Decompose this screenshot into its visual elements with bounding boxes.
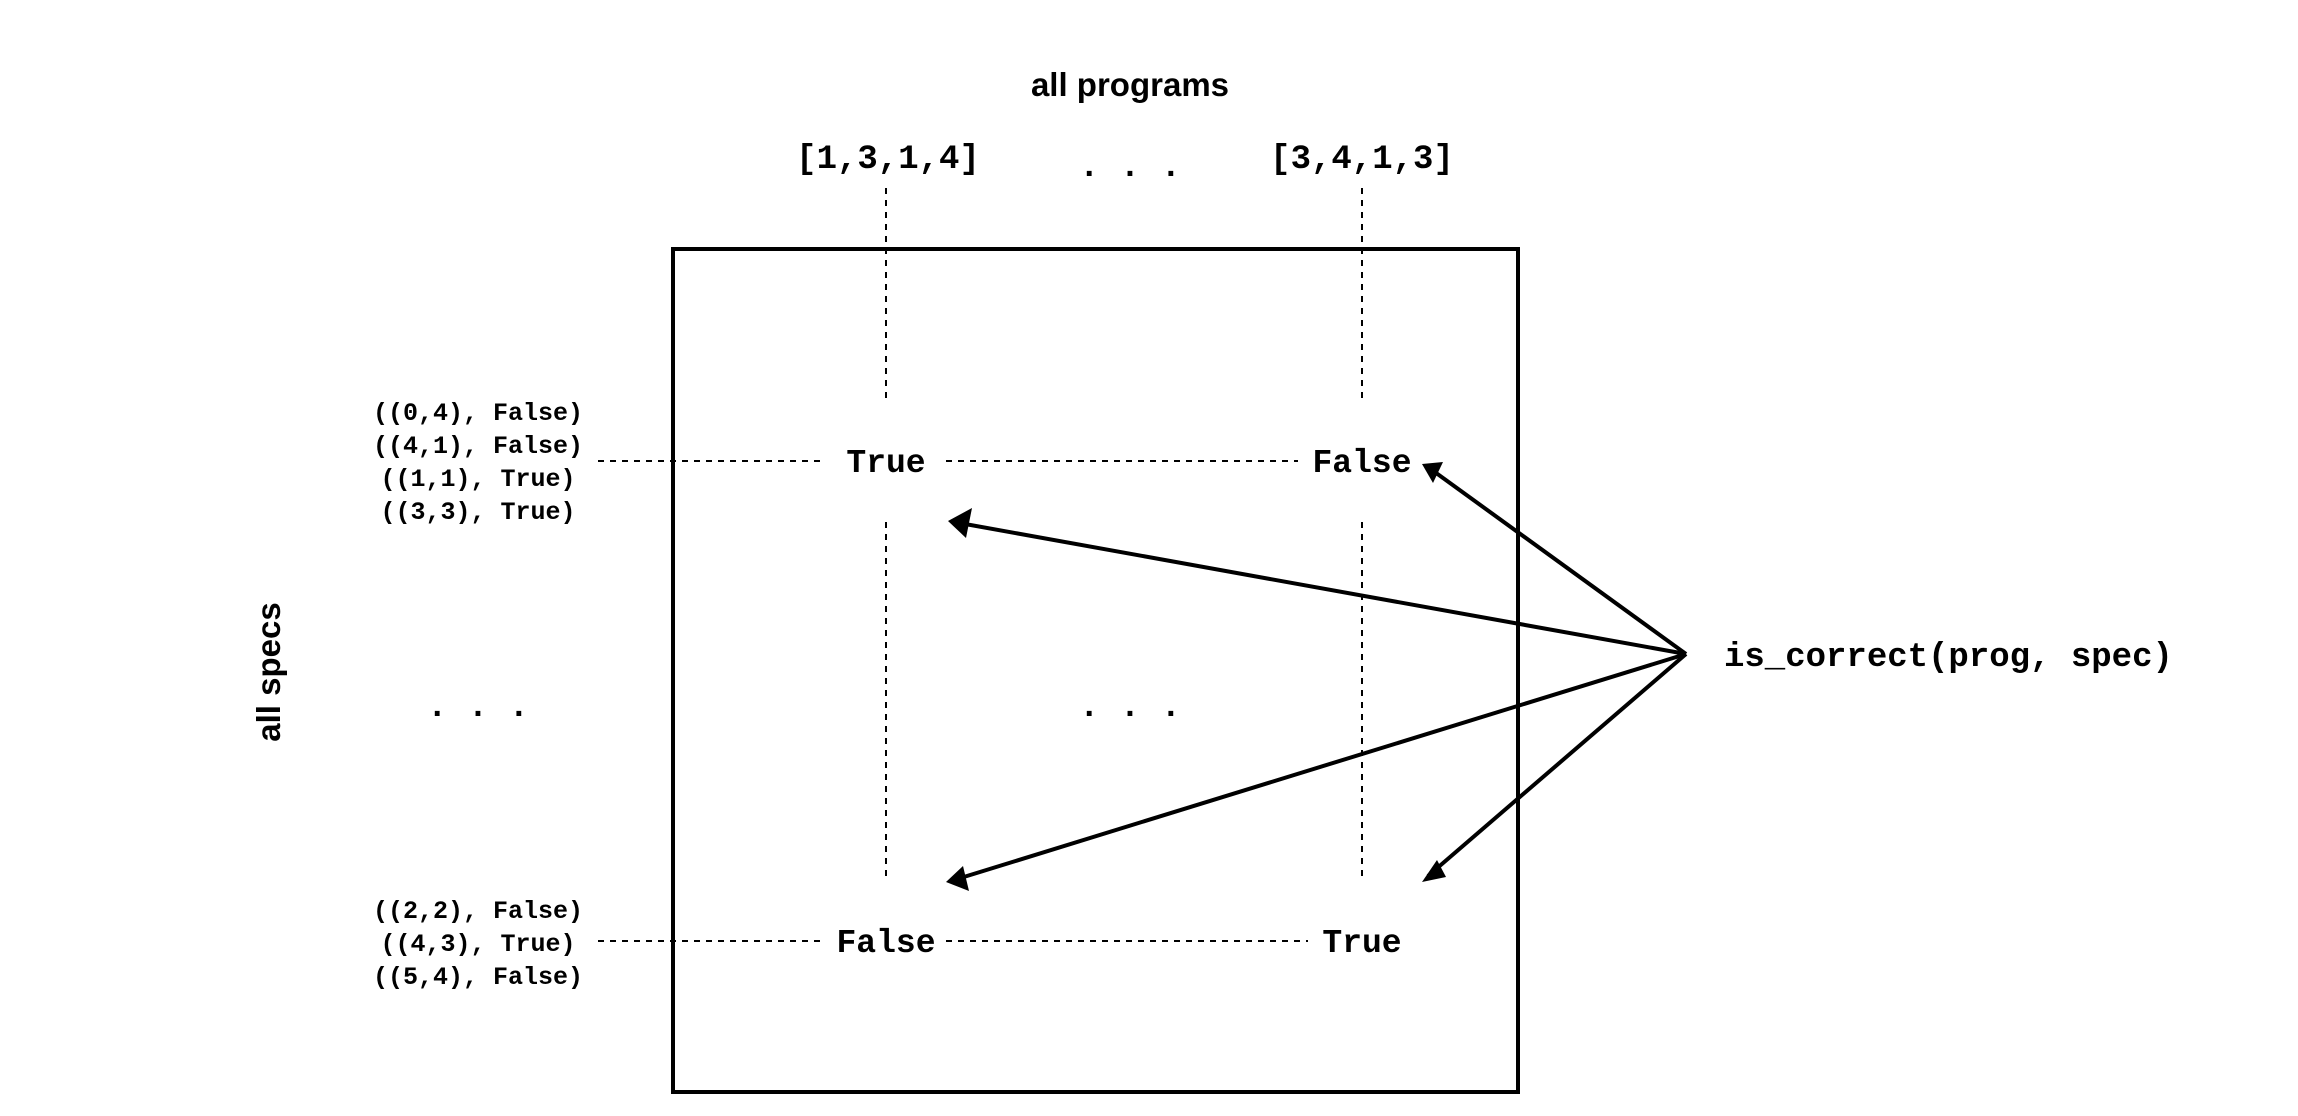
arrow-head-top-left: [948, 508, 972, 538]
program-header-last: [3,4,1,3]: [1270, 141, 1454, 179]
rows-title: all specs: [250, 602, 287, 741]
spec-last-line-1: ((2,2), False): [373, 897, 583, 926]
arrow-to-bottom-right: [1426, 652, 1688, 878]
arrow-head-bottom-right: [1422, 860, 1446, 882]
spec-first-line-1: ((0,4), False): [373, 399, 583, 428]
spec-first-line-2: ((4,1), False): [373, 432, 583, 461]
cell-bottom-right: True: [1322, 925, 1401, 962]
cell-middle-ellipsis: . . .: [1079, 689, 1181, 727]
program-header-ellipsis: . . .: [1079, 149, 1181, 187]
cell-top-left: True: [846, 445, 925, 482]
evaluation-arrows: [946, 462, 1688, 891]
spec-first-line-3: ((1,1), True): [380, 465, 575, 494]
spec-header-last: ((2,2), False) ((4,3), True) ((5,4), Fal…: [373, 897, 583, 992]
arrow-to-top-right: [1430, 468, 1688, 656]
cell-top-right: False: [1312, 445, 1411, 482]
columns-title: all programs: [1031, 66, 1229, 103]
program-header-first: [1,3,1,4]: [796, 141, 980, 179]
spec-header-ellipsis: . . .: [427, 689, 529, 727]
spec-last-line-2: ((4,3), True): [380, 930, 575, 959]
arrow-to-bottom-left: [953, 652, 1687, 882]
arrow-head-top-right: [1422, 462, 1443, 483]
cell-bottom-left: False: [836, 925, 935, 962]
function-label: is_correct(prog, spec): [1724, 639, 2173, 677]
arrow-to-top-left: [953, 520, 1687, 656]
matrix-box: [671, 247, 1520, 1094]
arrow-head-bottom-left: [946, 866, 969, 891]
spec-last-line-3: ((5,4), False): [373, 963, 583, 992]
spec-first-line-4: ((3,3), True): [380, 498, 575, 527]
spec-header-first: ((0,4), False) ((4,1), False) ((1,1), Tr…: [373, 399, 583, 527]
